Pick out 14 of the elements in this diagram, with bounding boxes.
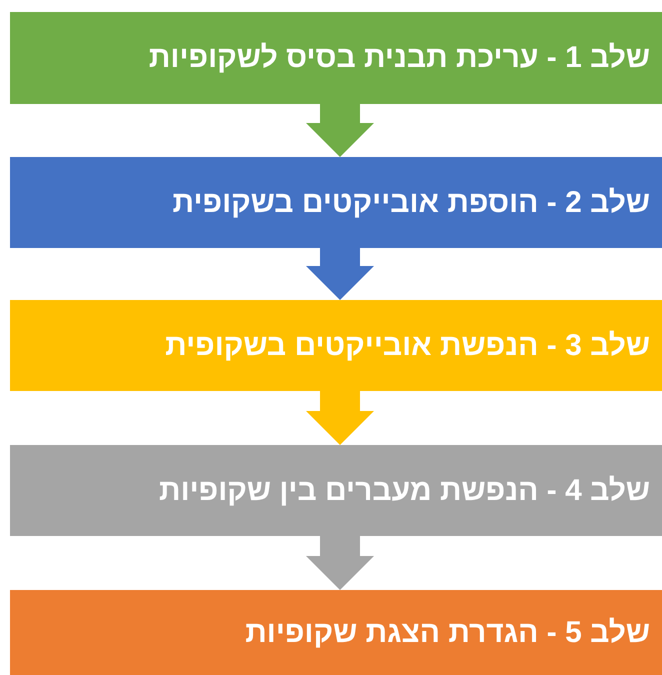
step-box — [10, 300, 662, 391]
step-label: שלב 2 - הוספת אובייקטים בשקופית — [172, 186, 650, 220]
step-label: שלב 5 - הגדרת הצגת שקופיות — [245, 616, 650, 650]
step-label: שלב 1 - עריכת תבנית בסיס לשקופיות — [148, 41, 650, 75]
step-box — [10, 157, 662, 248]
arrow — [306, 104, 374, 157]
step-box — [10, 590, 662, 675]
arrow — [306, 248, 374, 300]
step-box — [10, 12, 662, 104]
arrow — [306, 536, 374, 590]
step-box — [10, 445, 662, 536]
step-label: שלב 3 - הנפשת אובייקטים בשקופית — [165, 328, 650, 362]
arrow — [306, 391, 374, 445]
step-label: שלב 4 - הנפשת מעברים בין שקופיות — [159, 474, 650, 508]
